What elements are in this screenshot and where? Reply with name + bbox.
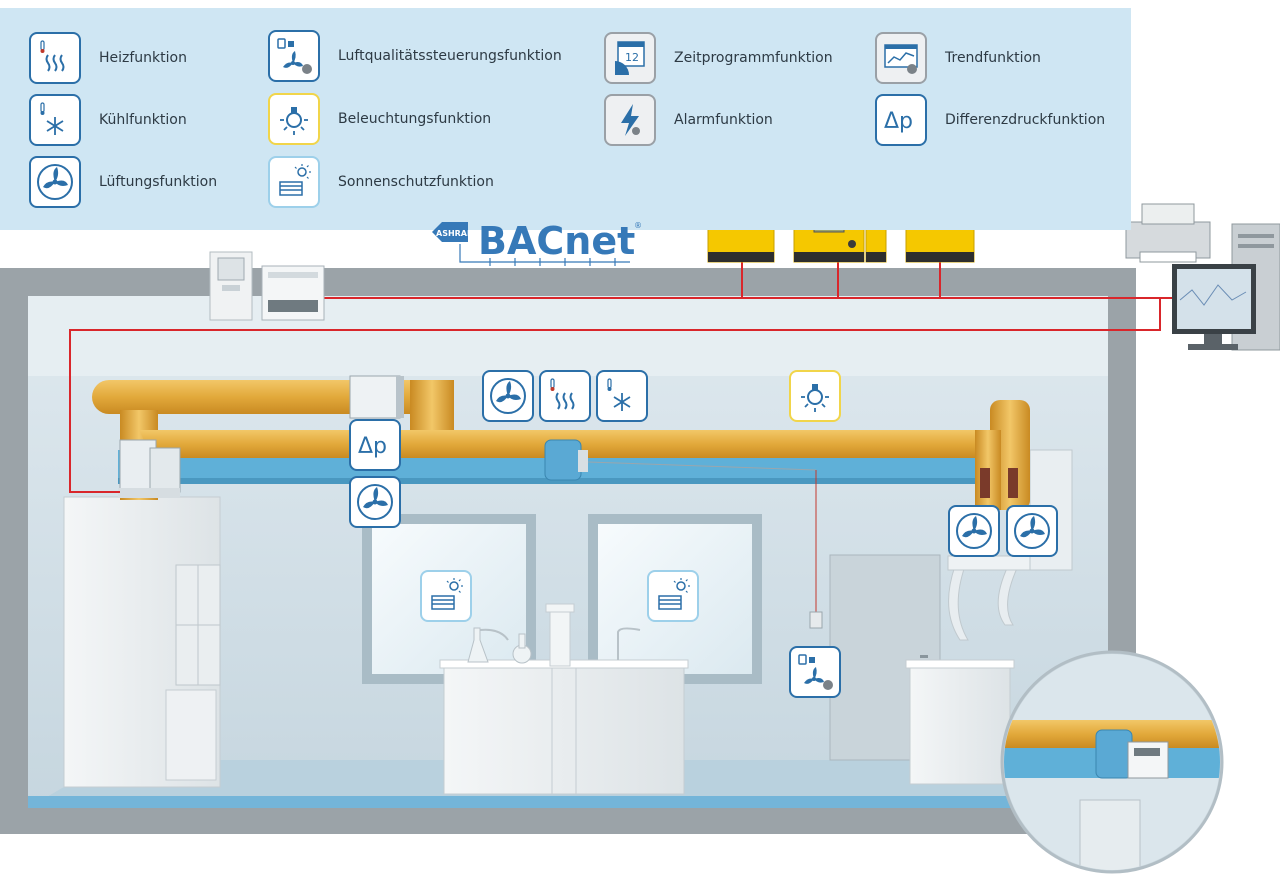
right-cabinet (909, 663, 1011, 785)
legend-heating: Heizfunktion (29, 32, 187, 84)
legend-label-trend: Trendfunktion (945, 50, 1041, 66)
lab-bench (443, 661, 685, 795)
bacnet-registered-mark: ® (634, 221, 642, 230)
room-cooling-icon (596, 370, 648, 422)
legend-panel (0, 8, 1131, 230)
air-quality-icon (268, 30, 320, 82)
room-air-quality-icon (789, 646, 841, 698)
legend-differential-pressure: Δp Differenzdruckfunktion (875, 94, 1105, 146)
legend-label-heating: Heizfunktion (99, 50, 187, 66)
legend-ventilation: Lüftungsfunktion (29, 156, 217, 208)
legend-label-sun-protection: Sonnenschutzfunktion (338, 174, 494, 190)
legend-alarm: Alarmfunktion (604, 94, 773, 146)
legend-label-ventilation: Lüftungsfunktion (99, 174, 218, 190)
window-sun-blind-icon-right (647, 570, 699, 622)
legend-label-time-program: Zeitprogrammfunktion (674, 50, 833, 66)
bacnet-network-lines (69, 262, 1181, 493)
room-delta-p-icon: Δp (349, 419, 401, 471)
heating-icon (29, 32, 81, 84)
light-bulb-icon (268, 93, 320, 145)
room-sensor (809, 611, 823, 629)
vav-box (544, 439, 582, 481)
fume-hood-fan-icon-1 (948, 505, 1000, 557)
legend-label-cooling: Kühlfunktion (99, 112, 187, 128)
legend-label-air-quality: Luftqualitätssteuerungsfunktion (338, 48, 562, 64)
calendar-clock-icon: 12 (604, 32, 656, 84)
bacnet-logo-text: BACnet (478, 219, 635, 263)
room-fan-icon (482, 370, 534, 422)
legend-label-differential-pressure: Differenzdruckfunktion (945, 112, 1106, 128)
legend-cooling: Kühlfunktion (29, 94, 187, 146)
delta-p-icon: Δp (875, 94, 927, 146)
alarm-bolt-icon (604, 94, 656, 146)
trend-chart-icon (875, 32, 927, 84)
room-light-bulb-icon (789, 370, 841, 422)
ashrae-logo-text: ASHRAE (436, 229, 472, 238)
legend-trend: Trendfunktion (875, 32, 1041, 84)
room-heating-icon (539, 370, 591, 422)
legend-sun-protection: Sonnenschutzfunktion (268, 156, 494, 208)
zoom-detail-circle (1000, 650, 1224, 874)
legend-air-quality: Luftqualitätssteuerungsfunktion (268, 30, 562, 82)
pc-workstation (1125, 203, 1280, 351)
fume-hood-fan-icon-2 (1006, 505, 1058, 557)
delta-p-text: Δp (884, 109, 913, 134)
window-sun-blind-icon-left (420, 570, 472, 622)
bacnet-logo: ASHRAE BACnet ® (432, 219, 642, 266)
room-delta-p-text: Δp (358, 434, 387, 459)
legend-lighting: Beleuchtungsfunktion (268, 93, 491, 145)
legend-time-program: 12 Zeitprogrammfunktion (604, 32, 833, 84)
fan-icon (29, 156, 81, 208)
legend-label-lighting: Beleuchtungsfunktion (338, 111, 492, 127)
legend-label-alarm: Alarmfunktion (674, 112, 773, 128)
sun-blind-icon (268, 156, 320, 208)
cooling-icon (29, 94, 81, 146)
calendar-day-number: 12 (625, 51, 639, 64)
room-fan-icon-2 (349, 476, 401, 528)
